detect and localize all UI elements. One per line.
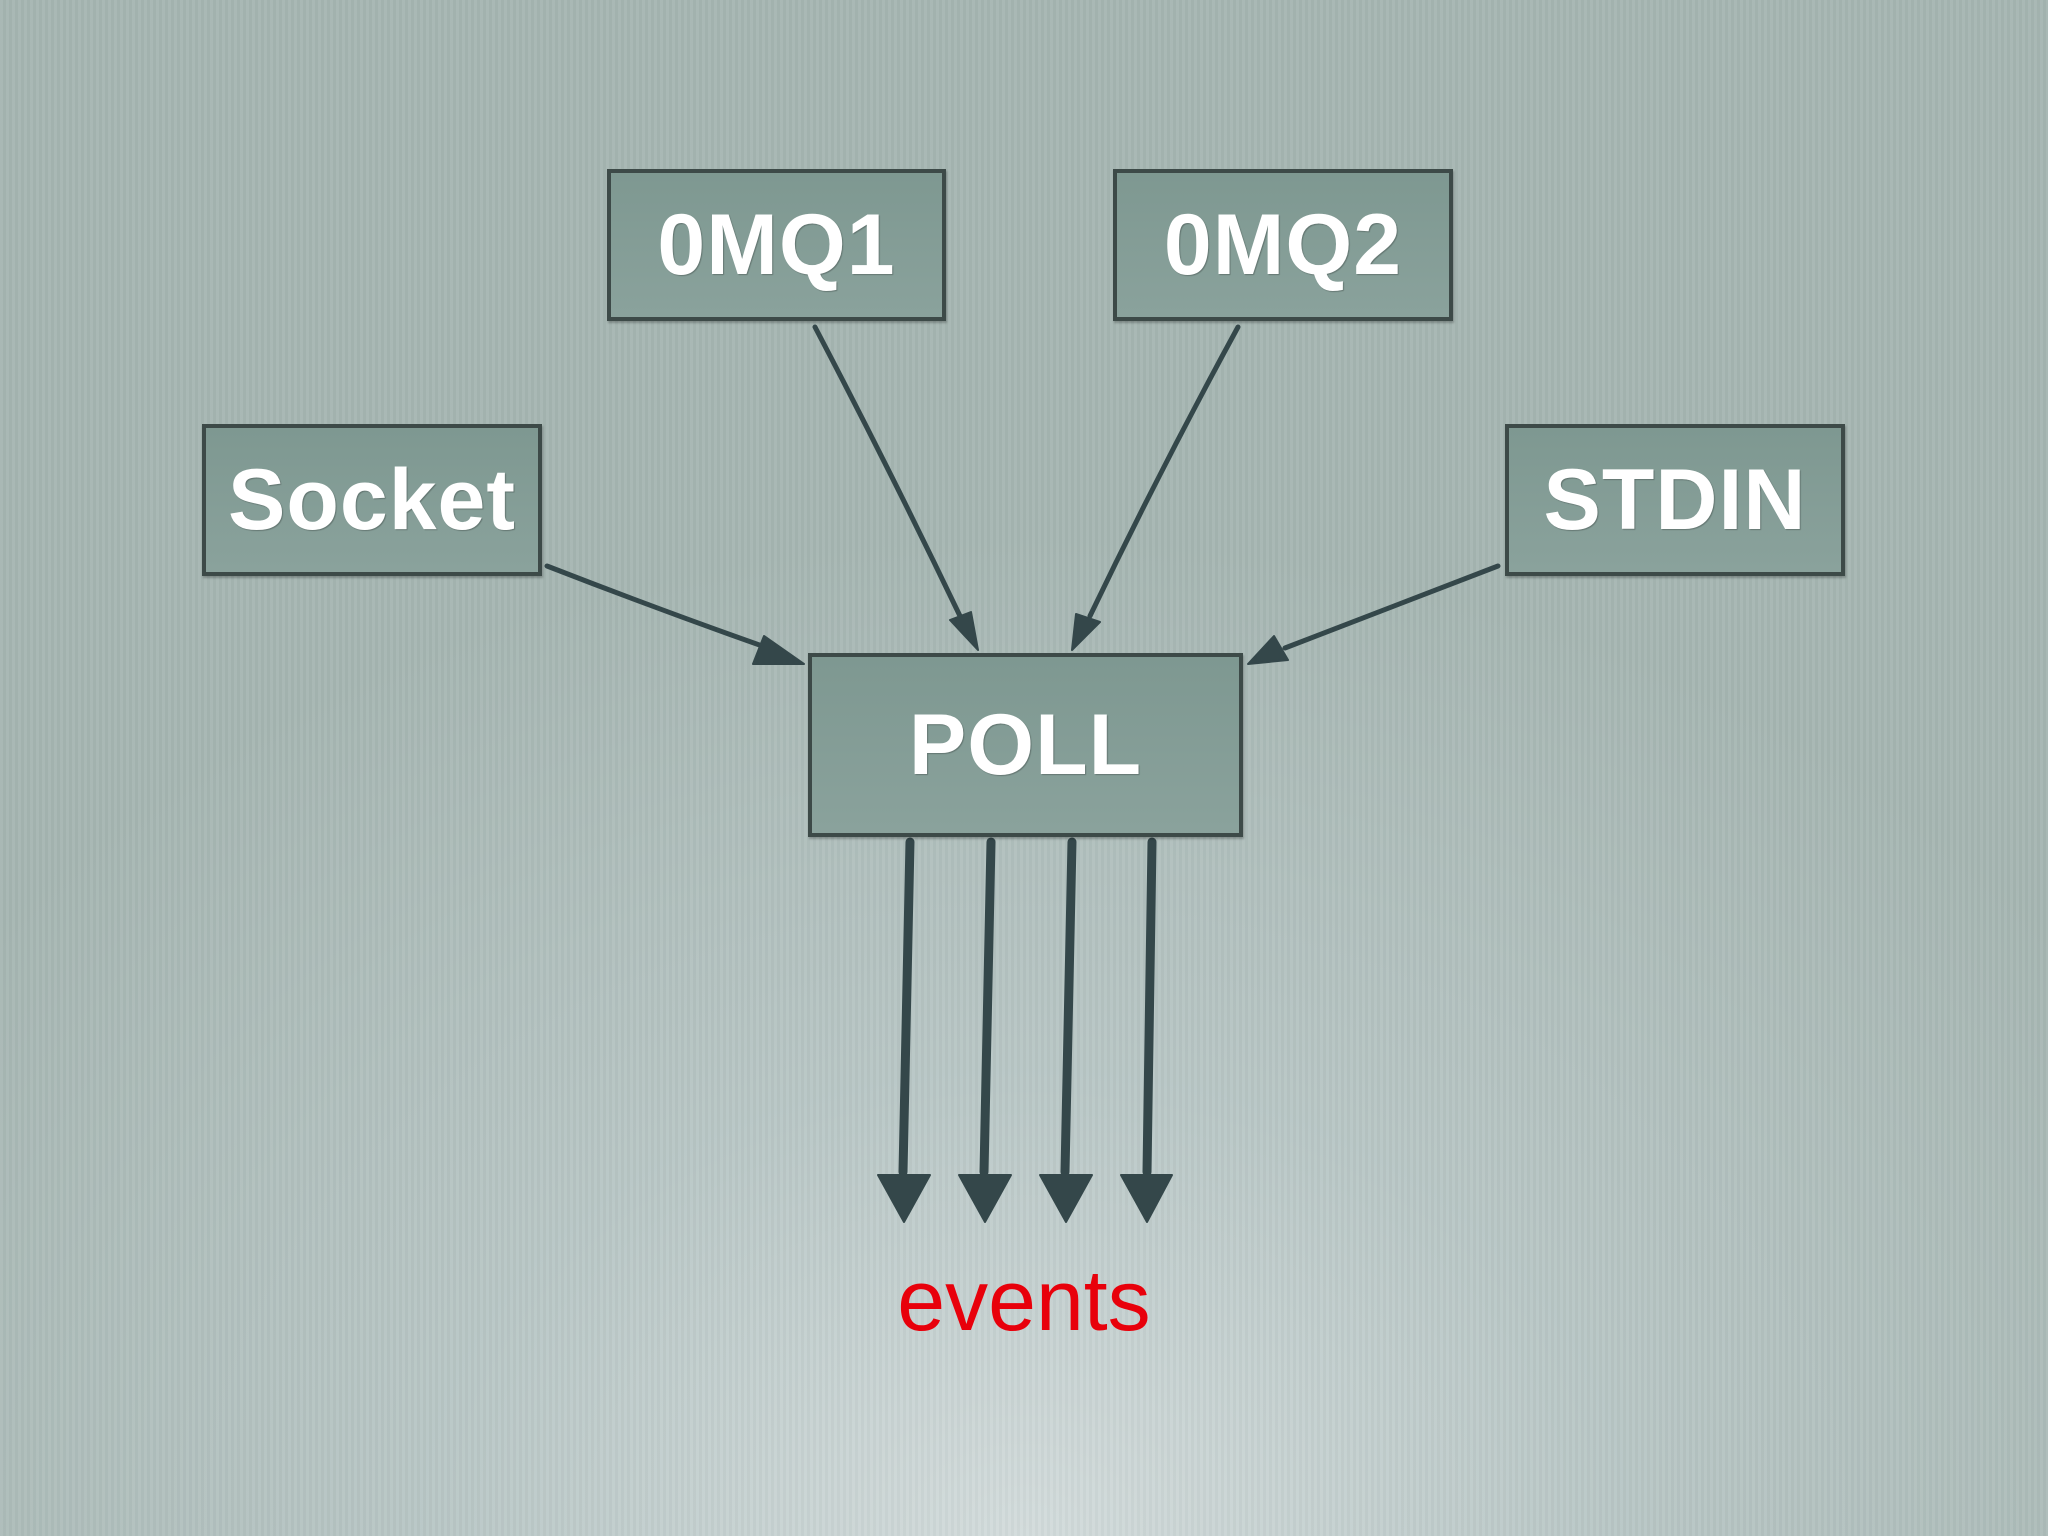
- node-stdin-label: STDIN: [1543, 451, 1807, 548]
- node-stdin: STDIN: [1505, 424, 1845, 576]
- node-0mq2-label: 0MQ2: [1163, 196, 1403, 293]
- arrow-poll-to-events-4: [1142, 837, 1157, 1177]
- arrowhead-events-3: [1039, 1174, 1093, 1223]
- node-socket-label: Socket: [227, 451, 517, 548]
- node-poll: POLL: [808, 653, 1243, 837]
- arrow-poll-to-events-3: [1060, 837, 1077, 1177]
- arrowhead-0mq2: [1071, 613, 1101, 651]
- arrow-stdin-to-poll: [1282, 563, 1501, 651]
- arrow-0mq2-to-poll: [1087, 324, 1241, 619]
- arrowhead-events-1: [877, 1174, 931, 1223]
- arrow-0mq1-to-poll: [812, 324, 963, 619]
- arrowhead-events-4: [1120, 1174, 1173, 1223]
- arrowhead-events-2: [958, 1174, 1012, 1223]
- node-0mq1: 0MQ1: [607, 169, 946, 321]
- node-0mq2: 0MQ2: [1113, 169, 1453, 321]
- arrowhead-0mq1: [949, 611, 979, 651]
- node-socket: Socket: [202, 424, 542, 576]
- node-0mq1-label: 0MQ1: [657, 196, 896, 293]
- events-label: events: [897, 1253, 1151, 1349]
- arrowhead-stdin: [1247, 635, 1289, 665]
- node-poll-label: POLL: [908, 696, 1143, 793]
- arrow-poll-to-events-2: [979, 837, 996, 1177]
- arrow-poll-to-events-1: [898, 837, 915, 1177]
- arrowhead-socket: [752, 635, 805, 665]
- arrow-socket-to-poll: [544, 563, 771, 651]
